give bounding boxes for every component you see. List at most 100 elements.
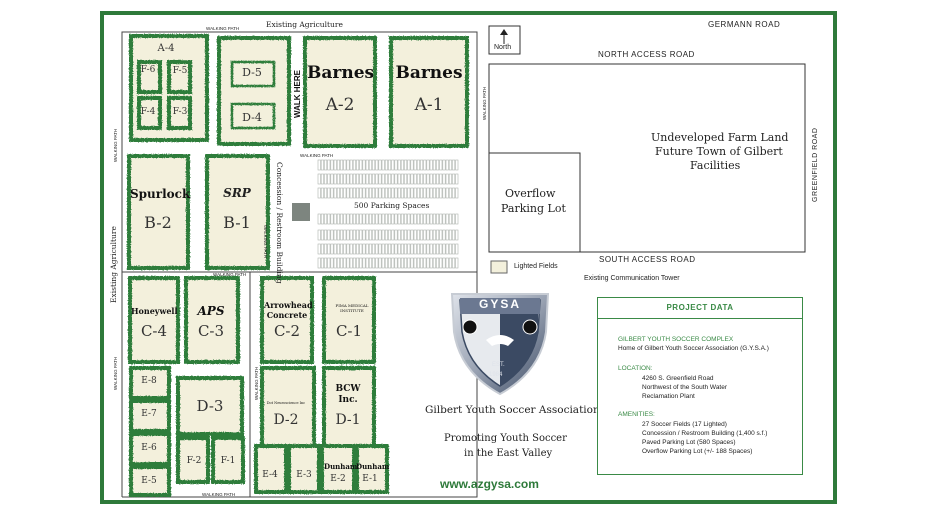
e5-hedge	[129, 465, 171, 497]
parking-space	[365, 187, 369, 199]
parking-space	[455, 187, 459, 199]
parking-lot	[317, 159, 459, 269]
parking-space	[381, 257, 385, 269]
parking-space	[375, 243, 379, 255]
player-silhouette-icon	[486, 335, 514, 346]
parking-space	[452, 159, 456, 171]
parking-space	[426, 243, 430, 255]
parking-space	[381, 173, 385, 185]
f2-hedge	[176, 436, 210, 484]
parking-space	[439, 229, 443, 241]
parking-space	[397, 159, 401, 171]
parking-space	[407, 243, 411, 255]
f3-hedge	[167, 96, 192, 130]
parking-space	[352, 229, 356, 241]
parking-space	[455, 213, 459, 225]
north-label: North	[494, 44, 512, 51]
overflow-lot	[488, 152, 581, 253]
parking-space	[394, 187, 398, 199]
parking-space	[336, 243, 340, 255]
field-e3: E-3	[296, 470, 312, 480]
parking-space	[439, 257, 443, 269]
parking-row	[317, 187, 459, 199]
parking-space	[394, 243, 398, 255]
parking-space	[372, 173, 376, 185]
e8-hedge	[129, 366, 171, 400]
field-a2: A-2	[325, 95, 355, 115]
parking-space	[346, 213, 350, 225]
parking-space	[320, 159, 324, 171]
parking-row	[317, 229, 459, 241]
parking-space	[362, 229, 366, 241]
overflow-line-1: Overflow	[505, 187, 556, 200]
parking-space	[346, 229, 350, 241]
parking-space	[388, 243, 392, 255]
parking-space	[372, 159, 376, 171]
parking-row	[317, 159, 459, 171]
parking-space	[400, 213, 404, 225]
walking-path-bottom: WALKING PATH	[202, 492, 236, 497]
parking-space	[452, 229, 456, 241]
field-f6: F-6	[138, 66, 158, 75]
lighted-fields-swatch	[490, 260, 508, 274]
parking-space	[429, 187, 433, 199]
d2-hedge	[260, 366, 316, 456]
parking-space	[381, 159, 385, 171]
website-link[interactable]: www.azgysa.com	[440, 477, 539, 491]
field-e4: E-4	[262, 470, 278, 480]
project-home: Home of Gilbert Youth Soccer Association…	[618, 345, 769, 352]
parking-space	[410, 213, 414, 225]
parking-space	[410, 243, 414, 255]
parking-space	[442, 173, 446, 185]
parking-space	[349, 213, 353, 225]
parking-space	[375, 159, 379, 171]
parking-space	[327, 229, 331, 241]
parking-space	[455, 243, 459, 255]
field-d1: D-1	[335, 412, 361, 428]
parking-space	[445, 213, 449, 225]
parking-space	[420, 173, 424, 185]
parking-space	[324, 187, 328, 199]
overflow-line-2: Parking Lot	[501, 202, 566, 215]
f1-hedge	[211, 436, 245, 484]
parking-space	[356, 257, 360, 269]
parking-space	[400, 173, 404, 185]
parking-space	[439, 243, 443, 255]
parking-space	[413, 187, 417, 199]
c3-hedge	[184, 276, 240, 364]
parking-space	[404, 243, 408, 255]
parking-space	[317, 257, 321, 269]
parking-space	[333, 187, 337, 199]
parking-space	[439, 187, 443, 199]
field-c1: C-1	[335, 322, 363, 340]
e7-hedge	[129, 399, 171, 433]
parking-space	[397, 257, 401, 269]
parking-space	[445, 257, 449, 269]
field-e7: E-7	[141, 409, 157, 419]
parking-space	[416, 243, 420, 255]
parking-space	[394, 159, 398, 171]
parking-space	[346, 257, 350, 269]
parking-space	[391, 213, 395, 225]
parking-space	[404, 173, 408, 185]
parking-space	[423, 187, 427, 199]
parking-space	[404, 229, 408, 241]
parking-space	[352, 257, 356, 269]
road-germann: GERMANN ROAD	[708, 20, 781, 29]
parking-space	[432, 173, 436, 185]
parking-space	[356, 173, 360, 185]
parking-space	[368, 159, 372, 171]
parking-space	[426, 159, 430, 171]
parking-space	[452, 243, 456, 255]
parking-space	[381, 213, 385, 225]
b2-hedge	[127, 154, 190, 270]
parking-space	[384, 173, 388, 185]
parking-space	[439, 173, 443, 185]
parking-space	[359, 229, 363, 241]
location-label: LOCATION:	[618, 365, 653, 372]
parking-space	[442, 243, 446, 255]
parking-space	[452, 187, 456, 199]
parking-space	[442, 257, 446, 269]
parking-space	[320, 213, 324, 225]
parking-space	[436, 159, 440, 171]
